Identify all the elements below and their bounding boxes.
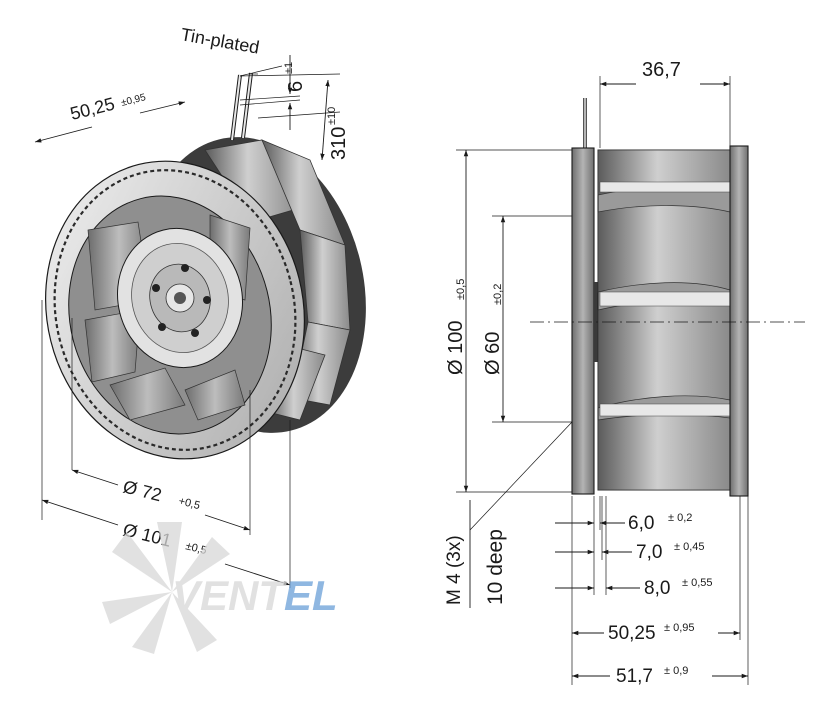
- dim-517-label: 51,7: [616, 666, 653, 687]
- dia-100-tol: ±0,5: [455, 279, 467, 300]
- dim-7-label: 7,0: [636, 542, 662, 563]
- wire-offset-tol: ±1: [283, 62, 295, 74]
- dim-517-tol: ± 0,9: [664, 665, 688, 677]
- tin-plated-label: Tin-plated: [179, 24, 261, 57]
- inlet-dia-label: Ø 72: [121, 476, 164, 505]
- inlet-dia-tol: +0,5: [177, 495, 201, 512]
- thread-depth-label: 10 deep: [484, 529, 507, 605]
- watermark-text: VENTEL: [172, 572, 338, 619]
- dim-7-tol: ± 0,45: [674, 541, 705, 553]
- ventel-watermark: VENTEL: [102, 522, 338, 654]
- hub-screw-hole: [158, 323, 166, 331]
- thread-label: M 4 (3x): [444, 535, 465, 605]
- hub-screw-hole: [191, 329, 199, 337]
- dia-60-tol: ±0,2: [492, 284, 504, 305]
- dia-60-label: Ø 60: [482, 332, 504, 375]
- hub-screw-hole: [203, 296, 211, 304]
- dim-8-label: 8,0: [644, 578, 670, 599]
- dim-5025-label: 50,25: [608, 623, 656, 644]
- hub-screw-hole: [152, 284, 160, 292]
- wire-offset-label: 6: [285, 81, 307, 92]
- dim-6-tol: ± 0,2: [668, 512, 692, 524]
- lead-wires: [230, 72, 253, 141]
- dia-100-label: Ø 100: [445, 321, 467, 375]
- watermark-fan-icon: [102, 522, 230, 654]
- right-dimension-lines: [456, 76, 749, 685]
- dim-5025-tol: ± 0,95: [664, 622, 695, 634]
- width-top-label: 36,7: [642, 59, 681, 81]
- right-labels: 36,7 Ø 100 ±0,5 Ø 60 ±0,2 M 4 (3x) 10 de…: [444, 59, 713, 687]
- wire-length-tol: ±10: [326, 107, 338, 125]
- left-dimension-lines: [34, 55, 341, 588]
- side-blades: [597, 149, 731, 491]
- dim-8-tol: ± 0,55: [682, 577, 713, 589]
- fan-outer-blades: [204, 139, 351, 421]
- depth-left-tol: ±0,95: [120, 92, 147, 109]
- dim-6-label: 6,0: [628, 513, 654, 534]
- isometric-fan-view: [45, 72, 366, 460]
- side-back-plate: [729, 145, 749, 497]
- wire-length-label: 310: [328, 127, 350, 160]
- side-front-flange: [571, 147, 595, 495]
- side-view: [530, 98, 805, 497]
- hub-screw-hole: [181, 264, 189, 272]
- depth-left-label: 50,25: [68, 94, 117, 124]
